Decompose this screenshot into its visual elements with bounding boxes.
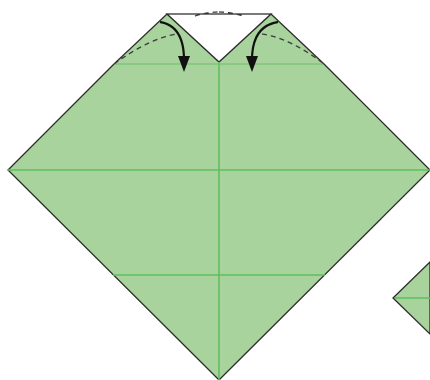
next-step-preview bbox=[393, 262, 430, 334]
